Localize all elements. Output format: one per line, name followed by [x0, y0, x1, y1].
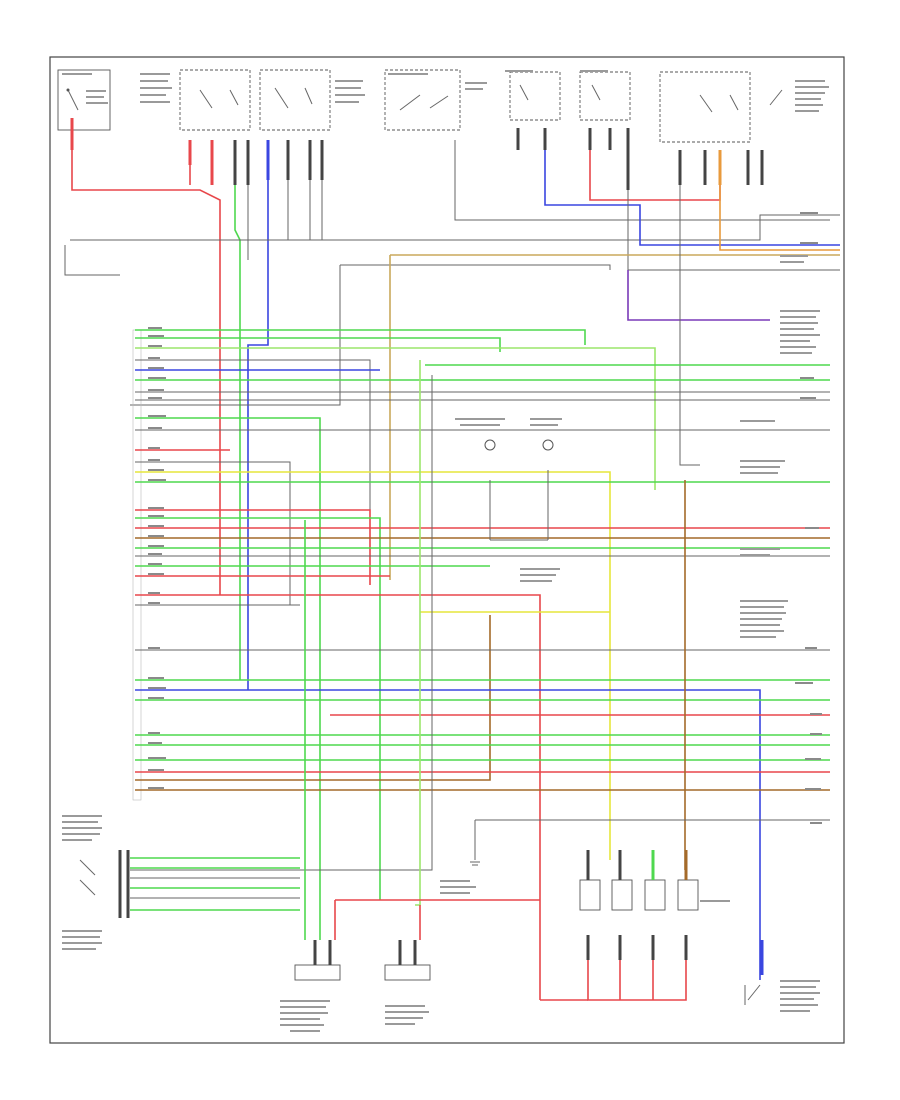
ignition-switch — [57, 69, 111, 131]
switch-module — [384, 69, 461, 131]
switch-icon — [66, 88, 70, 92]
injector-icon — [579, 850, 601, 960]
main-harness — [130, 329, 830, 1000]
sensor-block-2 — [579, 71, 631, 121]
relay-icon — [699, 94, 713, 113]
relay-block-3 — [659, 71, 751, 143]
switch-right — [769, 89, 783, 106]
switch-icon — [769, 89, 783, 106]
bottom-components — [280, 819, 830, 1032]
sensor-block-1 — [509, 71, 561, 121]
relay-icon — [199, 89, 213, 109]
switch-icon — [747, 984, 761, 1001]
relay-block-1 — [179, 69, 251, 131]
left-bottom-switch — [62, 815, 300, 950]
sensor-pair — [484, 439, 554, 541]
sensor-icon — [591, 84, 601, 101]
mid-labels — [455, 255, 820, 638]
bottom-sensor-2 — [384, 940, 431, 1025]
bottom-right-switch — [744, 940, 820, 1012]
relay-icon — [274, 87, 289, 109]
sensor-icon — [484, 439, 496, 451]
sensor-icon — [542, 439, 554, 451]
top-wiring — [64, 140, 840, 690]
top-components — [57, 69, 829, 143]
fuel-injectors — [540, 850, 730, 1001]
sensor-icon — [519, 84, 529, 101]
switch-icon — [79, 859, 96, 876]
switch-icon — [399, 94, 421, 111]
relay-block-2 — [259, 69, 331, 131]
wire-labels — [148, 212, 822, 824]
mid-components — [455, 255, 820, 638]
diagram-border — [49, 56, 845, 1044]
top-labels — [62, 70, 829, 112]
bottom-sensor-1 — [280, 940, 341, 1032]
bottom-mid-labels — [440, 880, 476, 894]
ground-symbol — [470, 861, 480, 866]
top-connectors — [70, 118, 764, 190]
